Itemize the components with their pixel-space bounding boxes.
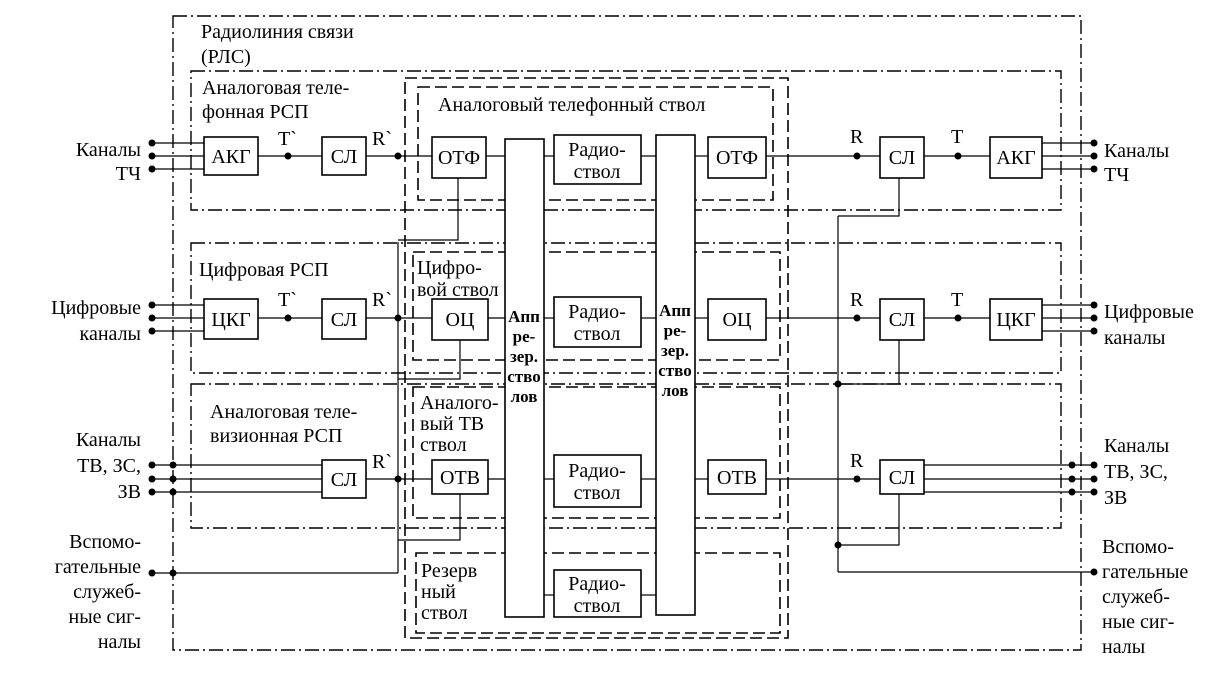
r-prime-label-row3: R` <box>372 451 392 473</box>
analog-phone-rsp-label: Аналоговая теле-фонная РСП <box>202 77 349 123</box>
r-prime-label-row2: R` <box>372 289 392 311</box>
oc-label-right: ОЦ <box>723 309 752 331</box>
sl-block-row1-right <box>879 136 925 179</box>
rls-region-label: Радиолиния связи(РЛС) <box>201 21 354 68</box>
sl-block-row2-left <box>321 298 367 340</box>
digital-trunk-label: Цифро-вой ствол <box>417 257 499 301</box>
otf-label-right: ОТФ <box>716 147 758 169</box>
sl-label-row3-left: СЛ <box>331 469 357 491</box>
sl-label-row2-right: СЛ <box>889 309 915 331</box>
sl-block-row1-left <box>321 136 367 176</box>
ckg-block-right <box>989 298 1043 341</box>
t-label-row1: Т <box>951 126 963 148</box>
junction-dots <box>148 139 1098 577</box>
oc-block-left <box>431 298 489 341</box>
radio-trunk-label-reserve: Радио-ствол <box>568 573 626 617</box>
otf-label-left: ОТФ <box>438 147 480 169</box>
digital-rsp-label: Цифровая РСП <box>199 259 329 281</box>
ckg-block-left <box>203 298 259 340</box>
oc-label-left: ОЦ <box>446 309 475 331</box>
otv-block-right <box>707 459 767 495</box>
t-label-row2: Т <box>951 289 963 311</box>
r-prime-label-row1: R` <box>372 128 392 150</box>
analog-tv-rsp-region <box>190 383 1062 529</box>
ckg-label-right: ЦКГ <box>996 309 1035 331</box>
sl-label-row3-right: СЛ <box>889 467 915 489</box>
digital-trunk-box <box>412 251 781 361</box>
radio-trunk-block-row3 <box>553 454 642 508</box>
r-label-row3: R <box>850 450 864 472</box>
equipment-outer-box <box>404 77 789 639</box>
wires <box>152 142 1094 596</box>
ckg-label-left: ЦКГ <box>211 309 250 331</box>
reserve-switch-block-right <box>655 134 696 616</box>
radio-trunk-label-row3: Радио-ствол <box>568 460 626 504</box>
radio-trunk-block-row1 <box>553 134 642 185</box>
reserve-switch-block-left <box>504 138 545 618</box>
reserve-trunk-box <box>415 552 781 634</box>
akg-label-left: АКГ <box>211 146 250 168</box>
radio-trunk-label-row1: Радио-ствол <box>568 139 626 183</box>
t-prime-label-row2: Т` <box>278 289 297 311</box>
r-label-row2: R <box>850 289 864 311</box>
sl-block-row2-right <box>879 298 925 341</box>
oc-block-right <box>707 298 767 341</box>
sl-label-row2-left: СЛ <box>331 309 357 331</box>
analog-phone-trunk-label: Аналоговый телефонный ствол <box>438 94 705 116</box>
otv-label-right: ОТВ <box>717 467 757 489</box>
analog-phone-rsp-region <box>190 70 1062 211</box>
r-label-row1: R <box>850 126 864 148</box>
sl-label-row1-left: СЛ <box>331 146 357 168</box>
sl-label-row1-right: СЛ <box>889 147 915 169</box>
t-prime-label-row1: Т` <box>278 128 297 150</box>
otf-block-right <box>707 136 767 179</box>
akg-block-right <box>989 136 1043 179</box>
analog-tv-trunk-box <box>412 386 781 519</box>
sl-block-row3-right <box>879 459 925 495</box>
radio-trunk-label-row2: Радио-ствол <box>568 301 626 345</box>
radio-trunk-block-row2 <box>553 296 642 348</box>
otv-block-left <box>431 459 489 495</box>
otv-label-left: ОТВ <box>440 467 480 489</box>
akg-label-right: АКГ <box>996 147 1035 169</box>
analog-tv-rsp-label: Аналоговая теле-визионная РСП <box>210 401 357 447</box>
analog-phone-trunk-box <box>417 86 774 201</box>
radio-trunk-block-reserve <box>553 569 642 618</box>
sl-block-row3-left <box>321 459 367 499</box>
akg-block-left <box>203 136 259 176</box>
rls-region <box>172 15 1082 651</box>
digital-rsp-region <box>190 242 1062 374</box>
otf-block-left <box>431 136 487 179</box>
